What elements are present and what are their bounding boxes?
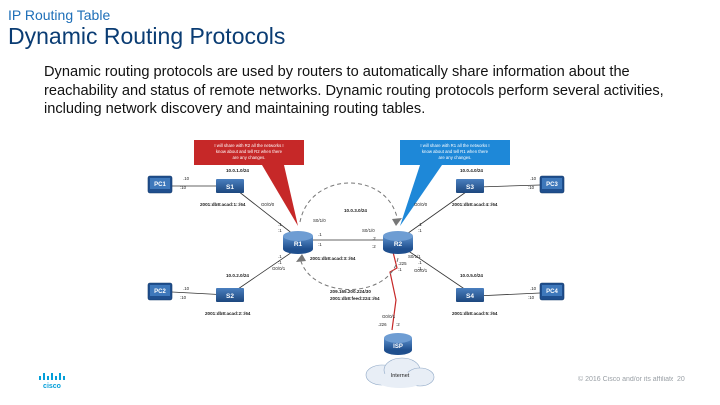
callout-r1-line-2: know about and tell R2 when there: [216, 149, 283, 154]
r1-if-c: .1: [278, 254, 282, 259]
section-subtitle: IP Routing Table: [8, 7, 111, 23]
r2-label: R2: [394, 241, 403, 248]
footer-confidential: © 2016 Cisco and/or its affiliates. All …: [578, 376, 673, 383]
r2-if-d: :1: [418, 266, 422, 271]
router-isp: ISP: [384, 333, 412, 355]
pc1-host-ipv6: :10: [180, 185, 187, 190]
ipv6-s1-label: 2001:db8:acad:1::/64: [200, 202, 246, 207]
page-number: 20: [677, 376, 685, 383]
r2-if-a: .1: [418, 222, 422, 227]
r2-s010-label: S0/1/0: [362, 228, 375, 233]
body-paragraph: Dynamic routing protocols are used by ro…: [44, 64, 664, 117]
net-s3-label: 10.0.4.0/24: [460, 168, 483, 173]
switch-s3: S3: [456, 179, 484, 193]
network-topology-diagram: I will share with R2 all the networks I …: [147, 140, 565, 388]
pc4-device: PC4: [539, 282, 565, 301]
router-r2: R2: [383, 231, 413, 254]
r2-isp-ipv4: .225: [398, 261, 407, 266]
cisco-logo: cisco: [38, 371, 68, 394]
pc3-host-ipv6: :10: [528, 185, 535, 190]
routing-exchange-arrows: [296, 182, 402, 290]
pc4-label: PC4: [546, 289, 558, 295]
cisco-logo-text: cisco: [43, 383, 61, 389]
serial-r1-ipv6: :1: [318, 242, 322, 247]
r2-s011-label: S0/1/1: [408, 254, 421, 259]
r1-label: R1: [294, 241, 303, 248]
serial-r2-ipv4: .2: [372, 236, 376, 241]
pc1-label: PC1: [154, 182, 166, 188]
pc1-host-ipv4: .10: [183, 176, 190, 181]
isp-ipv6-label: :2: [396, 322, 400, 327]
callout-r1: I will share with R2 all the networks I …: [194, 140, 304, 226]
cisco-logo-icon: cisco: [39, 373, 65, 390]
callout-r2-line-3: are any changes.: [439, 155, 472, 160]
s1-label: S1: [226, 184, 234, 191]
r1-g01-label: G0/0/1: [272, 266, 286, 271]
r2-g00-label: G0/0/0: [414, 202, 428, 207]
callout-r1-line-1: I will share with R2 all the networks I: [214, 143, 283, 148]
pc3-host-ipv4: .10: [530, 176, 537, 181]
net-s4-label: 10.0.5.0/24: [460, 273, 483, 278]
switch-s4: S4: [456, 288, 484, 302]
internet-label: Internet: [391, 373, 410, 379]
serial-r1-ipv4: .1: [318, 232, 322, 237]
pc3-device: PC3: [539, 175, 565, 194]
callout-r1-line-3: are any changes.: [233, 155, 266, 160]
serial-r2-ipv6: :2: [372, 244, 376, 249]
r2-isp-ipv6: :1: [398, 267, 402, 272]
isp-ipv4-label: .226: [378, 322, 387, 327]
pc4-host-ipv4: .10: [530, 286, 537, 291]
ipv6-s2-label: 2001:db8:acad:2::/64: [205, 311, 251, 316]
ipv6-s4-label: 2001:db8:acad:5::/64: [452, 311, 498, 316]
ipv6-r1r2-label: 2001:db8:acad:3::/64: [310, 256, 356, 261]
r1-g00-label: G0/0/0: [261, 202, 275, 207]
net-isp-label: 209.165.200.224/30: [330, 289, 371, 294]
r1-if-b: :1: [278, 228, 282, 233]
switch-s2: S2: [216, 288, 244, 302]
isp-label: ISP: [393, 344, 403, 350]
callout-r2-line-2: know about and tell R1 when there: [422, 149, 489, 154]
s3-label: S3: [466, 184, 474, 191]
r2-if-c: .1: [418, 260, 422, 265]
pc2-host-ipv6: :10: [180, 295, 187, 300]
pc1-device: PC1: [147, 175, 173, 194]
callout-r2-line-1: I will share with R1 all the networks I: [420, 143, 489, 148]
pc2-device: PC2: [147, 282, 173, 301]
callout-r2: I will share with R1 all the networks I …: [400, 140, 510, 226]
isp-g00-label: G0/0/1: [382, 314, 396, 319]
internet-cloud: Internet: [365, 357, 435, 388]
ipv6-s3-label: 2001:db8:acad:4::/64: [452, 202, 498, 207]
pc4-host-ipv6: :10: [528, 295, 535, 300]
s4-label: S4: [466, 293, 474, 300]
pc2-label: PC2: [154, 289, 166, 295]
net-r1r2-label: 10.0.3.0/24: [344, 208, 367, 213]
r1-if-d: :1: [278, 260, 282, 265]
ipv6-isp-label: 2001:db8:feed:224::/64: [330, 296, 380, 301]
pc2-host-ipv4: .10: [183, 286, 190, 291]
router-r1: R1: [283, 231, 313, 254]
slide-title: Dynamic Routing Protocols: [8, 23, 286, 49]
pc3-label: PC3: [546, 182, 558, 188]
r1-s010-label: S0/1/0: [313, 218, 326, 223]
s2-label: S2: [226, 293, 234, 300]
r2-if-b: :1: [418, 228, 422, 233]
r1-if-a: .1: [278, 222, 282, 227]
net-s1-label: 10.0.1.0/24: [226, 168, 249, 173]
net-s2-label: 10.0.2.0/24: [226, 273, 249, 278]
switch-s1: S1: [216, 179, 244, 193]
r2-g01-label: G0/0/1: [414, 268, 428, 273]
